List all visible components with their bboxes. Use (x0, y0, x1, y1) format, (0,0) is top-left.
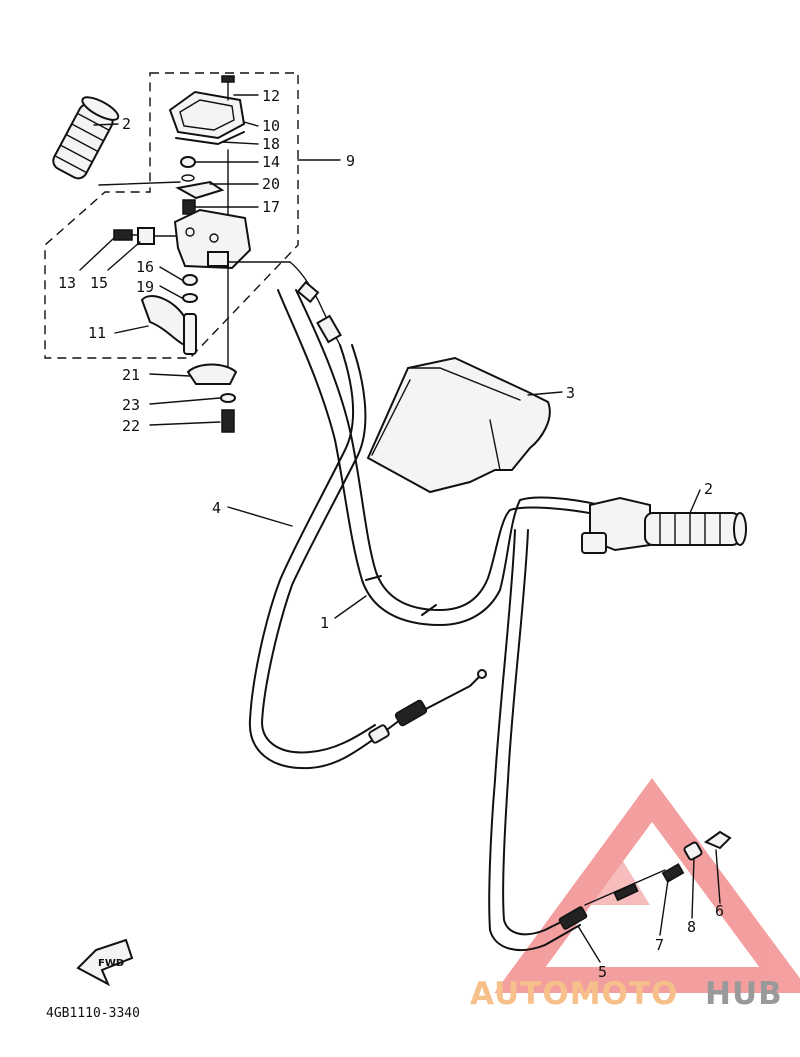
switch-cover (168, 75, 246, 145)
switch-body (173, 208, 291, 270)
callout-labels: 12 10 18 14 9 20 17 2 13 15 16 19 11 21 … (58, 87, 724, 981)
callout-11: 11 (88, 324, 106, 342)
callout-1: 1 (320, 614, 329, 632)
callout-17: 17 (262, 198, 280, 216)
switch-assembly-boundary (44, 72, 341, 359)
washers (182, 274, 198, 303)
leader-lines (79, 94, 721, 963)
cable-end-parts (661, 830, 732, 883)
callout-7: 7 (655, 936, 664, 954)
callout-13: 13 (58, 274, 76, 292)
fwd-label: FWD (98, 958, 124, 969)
watermark-part1: AUTOMOTO (470, 976, 678, 1012)
callout-10: 10 (262, 117, 280, 135)
callout-15: 15 (90, 274, 108, 292)
callout-18: 18 (262, 135, 280, 153)
cable-connector-top (289, 261, 342, 346)
switch-small-parts (175, 149, 229, 215)
callout-14: 14 (262, 153, 280, 171)
callout-2-right-grip: 2 (704, 480, 713, 498)
fwd-arrow: FWD (76, 938, 134, 987)
watermark-part2: HUB (705, 976, 783, 1012)
handlebar (277, 289, 601, 626)
clamp-parts (186, 265, 238, 433)
throttle-cable (248, 344, 487, 770)
callout-22: 22 (122, 417, 140, 435)
callout-21: 21 (122, 366, 140, 384)
callout-16: 16 (136, 258, 154, 276)
callout-12: 12 (262, 87, 280, 105)
drawing-code: 4GB1110-3340 (46, 1006, 140, 1021)
callout-3: 3 (566, 384, 575, 402)
handlebar-cover (366, 356, 551, 494)
throttle-lever (140, 295, 197, 355)
left-grip (52, 96, 181, 186)
watermark-text: AUTOMOTO HUB (470, 976, 783, 1012)
callout-5: 5 (598, 963, 607, 981)
callout-6: 6 (715, 902, 724, 920)
callout-23: 23 (122, 396, 140, 414)
callout-4: 4 (212, 499, 221, 517)
callout-8: 8 (687, 918, 696, 936)
callout-9: 9 (346, 152, 355, 170)
callout-20: 20 (262, 175, 280, 193)
callout-2-left-grip: 2 (122, 115, 131, 133)
screw-nut (113, 227, 177, 245)
right-grip (581, 496, 747, 554)
watermark-logo (494, 778, 800, 993)
lower-cable (488, 529, 666, 951)
callout-19: 19 (136, 278, 154, 296)
